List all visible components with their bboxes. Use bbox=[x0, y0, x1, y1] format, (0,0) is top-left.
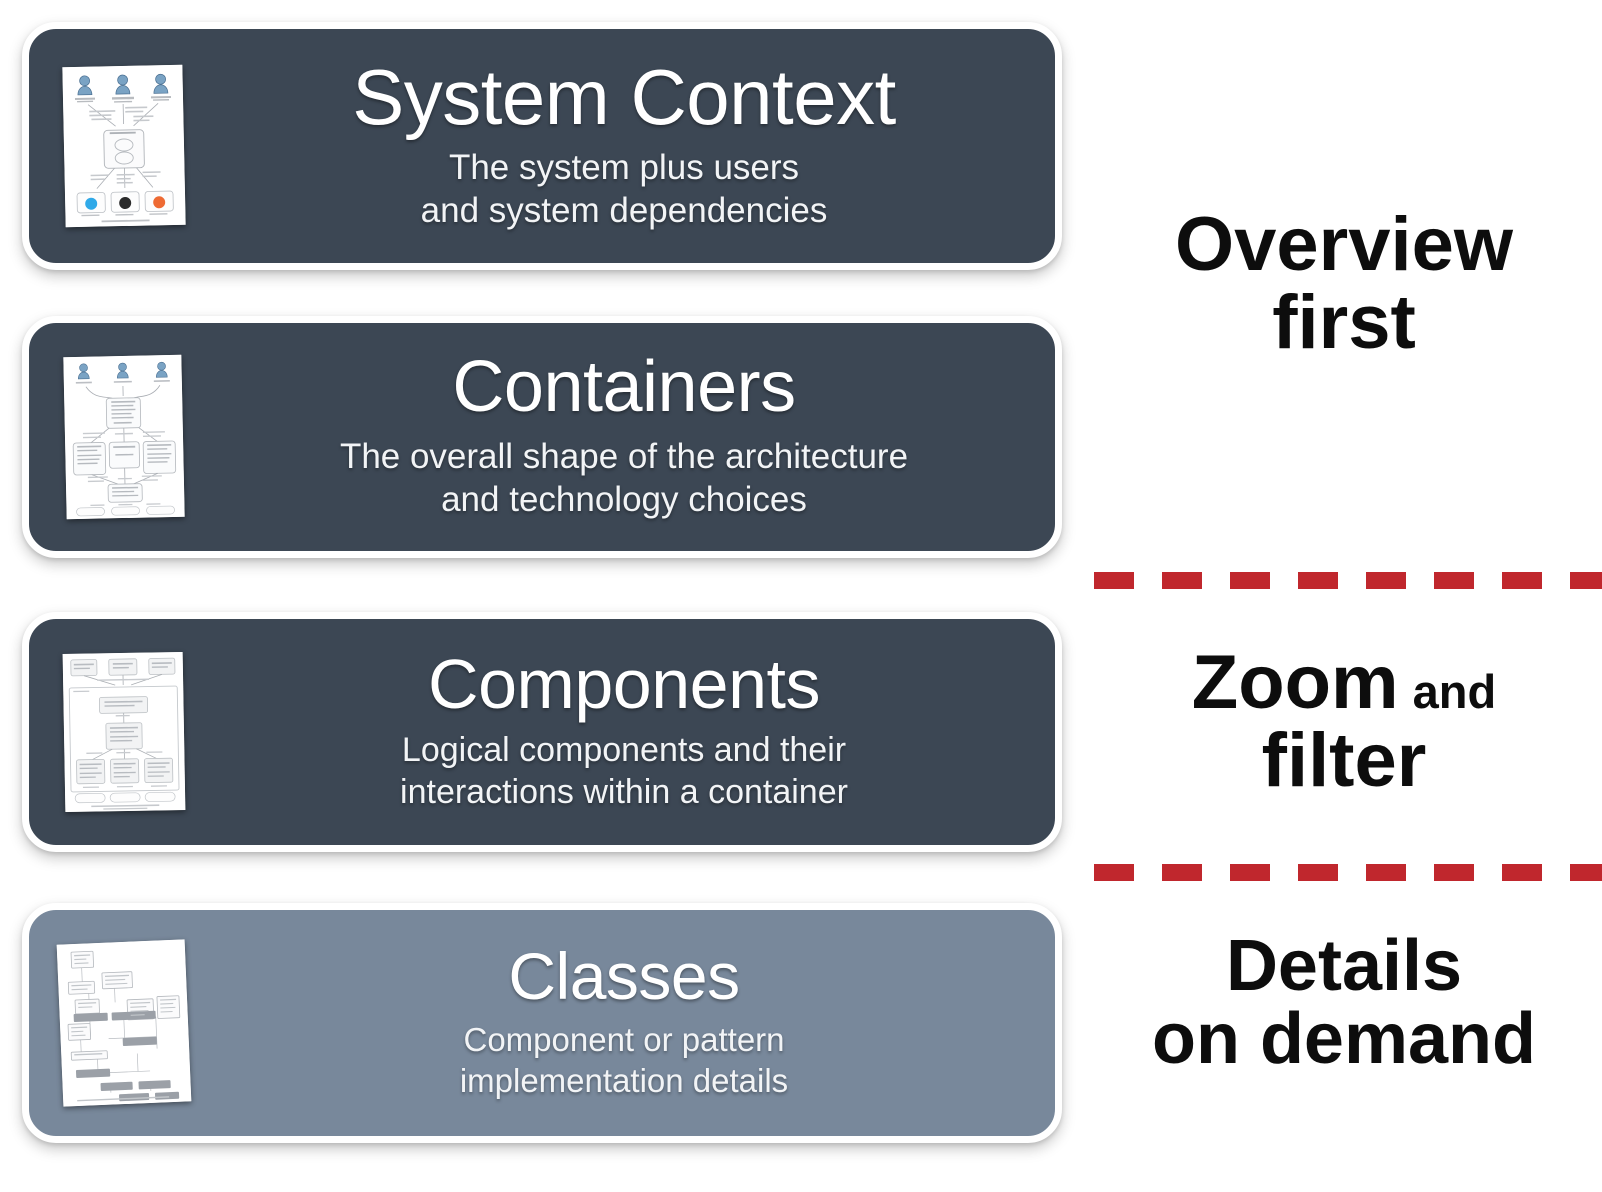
card-subtitle: The system plus users and system depende… bbox=[219, 146, 1029, 232]
annotation-line-1: Details bbox=[1225, 926, 1463, 1006]
card-subtitle-line-1: Component or pattern bbox=[463, 1021, 785, 1059]
card-subtitle: Component or pattern implementation deta… bbox=[219, 1020, 1029, 1101]
card-text-system-context: System Context The system plus users and… bbox=[219, 52, 1055, 233]
card-subtitle-line-1: The system plus users bbox=[448, 148, 800, 188]
card-subtitle-line-2: and system dependencies bbox=[420, 191, 828, 231]
annotation-word-and: and bbox=[1412, 665, 1497, 718]
card-title: System Context bbox=[352, 52, 896, 141]
annotation-line-1: Overview bbox=[1175, 202, 1513, 287]
class-diagram-thumbnail bbox=[56, 939, 192, 1107]
annotation-overview-first: Overview first bbox=[1086, 206, 1602, 361]
system-context-diagram-thumbnail bbox=[62, 64, 186, 228]
thumbnail-wrap-system-context bbox=[29, 64, 219, 228]
card-text-components: Components Logical components and their … bbox=[219, 644, 1055, 814]
card-subtitle: The overall shape of the architecture an… bbox=[219, 435, 1029, 521]
annotation-details-on-demand: Details on demand bbox=[1086, 926, 1602, 1080]
card-subtitle-line-2: implementation details bbox=[459, 1061, 789, 1099]
card-title: Classes bbox=[508, 938, 740, 1013]
card-title: Components bbox=[428, 644, 820, 723]
card-subtitle: Logical components and their interaction… bbox=[219, 730, 1029, 814]
thumbnail-wrap-containers bbox=[29, 354, 219, 520]
component-diagram-thumbnail bbox=[62, 651, 186, 813]
card-subtitle-line-2: interactions within a container bbox=[400, 772, 848, 811]
card-text-containers: Containers The overall shape of the arch… bbox=[219, 347, 1055, 521]
annotation-line-2: filter bbox=[1261, 717, 1427, 803]
thumbnail-wrap-components bbox=[29, 651, 219, 813]
thumbnail-wrap-classes bbox=[29, 939, 219, 1107]
card-subtitle-line-1: The overall shape of the architecture bbox=[339, 436, 909, 476]
card-text-classes: Classes Component or pattern implementat… bbox=[219, 938, 1055, 1102]
abstraction-card-components[interactable]: Components Logical components and their … bbox=[22, 612, 1062, 852]
divider-upper bbox=[1094, 572, 1602, 589]
card-subtitle-line-2: and technology choices bbox=[441, 479, 807, 519]
annotation-word-zoom: Zoom bbox=[1191, 640, 1399, 725]
abstraction-card-containers[interactable]: Containers The overall shape of the arch… bbox=[22, 316, 1062, 558]
annotation-line-2: first bbox=[1272, 279, 1416, 365]
divider-lower bbox=[1094, 864, 1602, 881]
container-diagram-thumbnail bbox=[63, 354, 185, 520]
abstraction-card-classes[interactable]: Classes Component or pattern implementat… bbox=[22, 903, 1062, 1143]
annotation-line-2: on demand bbox=[1151, 999, 1536, 1080]
card-subtitle-line-1: Logical components and their bbox=[401, 730, 847, 769]
abstraction-card-system-context[interactable]: System Context The system plus users and… bbox=[22, 22, 1062, 270]
card-title: Containers bbox=[452, 347, 796, 428]
